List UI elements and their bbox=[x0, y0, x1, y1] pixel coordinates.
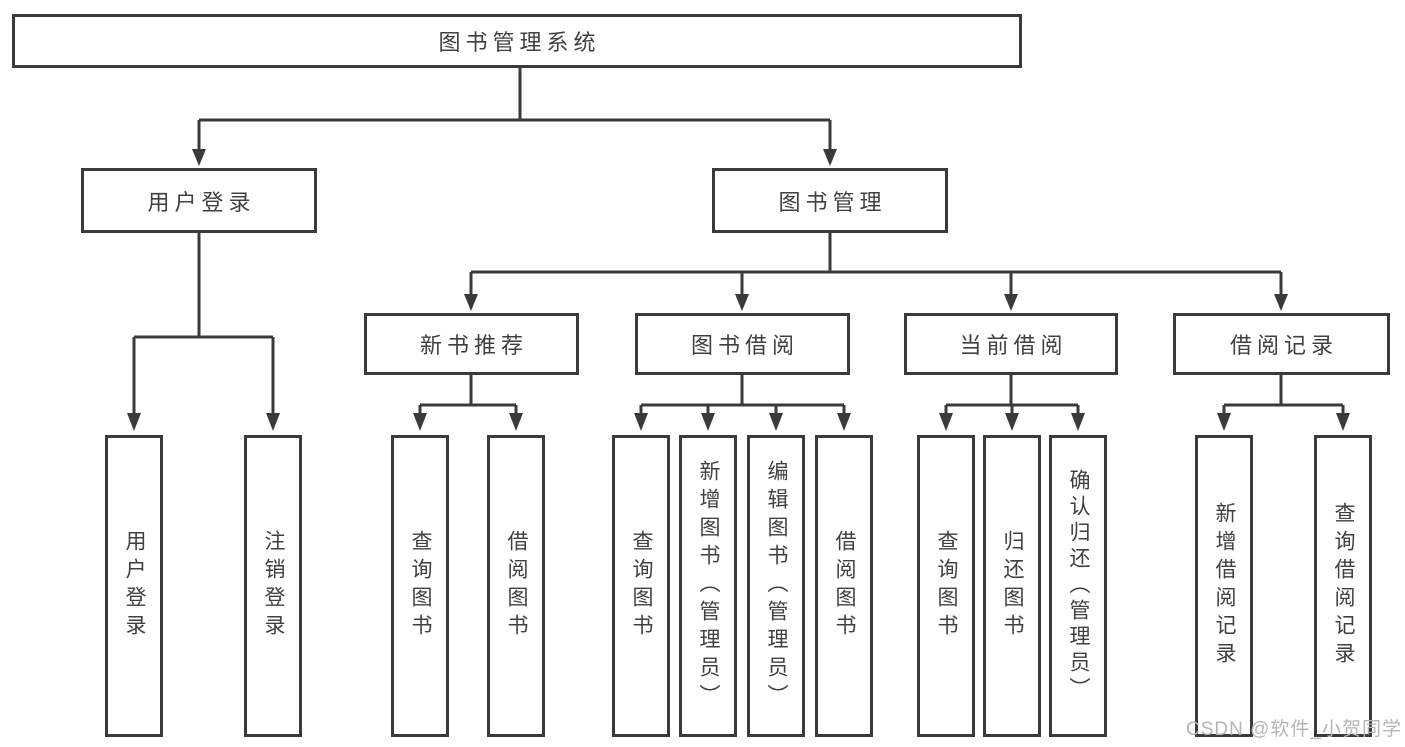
leaf-recommend-borrow-books: 借阅图书 bbox=[487, 435, 545, 737]
leaf-borrow-books-label: 借阅图书 bbox=[833, 530, 856, 642]
node-book-management-label: 图书管理 bbox=[778, 189, 887, 215]
node-root-label: 图书管理系统 bbox=[438, 30, 601, 55]
leaf-user-login: 用户登录 bbox=[105, 435, 163, 737]
node-new-book-recommend-label: 新书推荐 bbox=[419, 333, 528, 358]
leaf-current-query-books-label: 查询图书 bbox=[935, 530, 958, 642]
node-book-borrow-label: 图书借阅 bbox=[690, 333, 799, 358]
node-user-login-label: 用户登录 bbox=[147, 189, 256, 215]
leaf-recommend-query-books: 查询图书 bbox=[391, 435, 449, 737]
leaf-borrow-query-books-label: 查询图书 bbox=[630, 530, 653, 642]
leaf-edit-books-admin: 编辑图书（管理员） bbox=[747, 435, 805, 737]
leaf-query-borrow-record-label: 查询借阅记录 bbox=[1332, 502, 1355, 670]
node-borrow-records: 借阅记录 bbox=[1173, 313, 1390, 375]
leaf-borrow-query-books: 查询图书 bbox=[612, 435, 670, 737]
arrowheads bbox=[127, 149, 1350, 431]
leaf-logout-label: 注销登录 bbox=[262, 530, 285, 642]
node-current-borrow-label: 当前借阅 bbox=[959, 333, 1068, 358]
node-new-book-recommend: 新书推荐 bbox=[364, 313, 579, 375]
leaf-recommend-borrow-books-label: 借阅图书 bbox=[505, 530, 528, 642]
leaf-edit-books-admin-label: 编辑图书（管理员） bbox=[765, 460, 788, 712]
node-user-login: 用户登录 bbox=[81, 168, 317, 233]
node-borrow-records-label: 借阅记录 bbox=[1229, 333, 1338, 358]
leaf-logout: 注销登录 bbox=[244, 435, 302, 737]
leaf-borrow-books: 借阅图书 bbox=[815, 435, 873, 737]
leaf-recommend-query-books-label: 查询图书 bbox=[409, 530, 432, 642]
leaf-return-books-label: 归还图书 bbox=[1001, 530, 1024, 642]
csdn-watermark: CSDN @软件_小贺同学 bbox=[1186, 719, 1402, 740]
leaf-add-books-admin: 新增图书（管理员） bbox=[679, 435, 737, 737]
leaf-add-books-admin-label: 新增图书（管理员） bbox=[697, 460, 720, 712]
leaf-confirm-return-admin: 确认归还（管理员） bbox=[1049, 435, 1107, 737]
node-book-borrow: 图书借阅 bbox=[635, 313, 850, 375]
leaf-return-books: 归还图书 bbox=[983, 435, 1041, 737]
leaf-current-query-books: 查询图书 bbox=[917, 435, 975, 737]
leaf-query-borrow-record: 查询借阅记录 bbox=[1314, 435, 1372, 737]
node-current-borrow: 当前借阅 bbox=[904, 313, 1118, 375]
node-root-system: 图书管理系统 bbox=[12, 14, 1022, 68]
leaf-add-borrow-record-label: 新增借阅记录 bbox=[1213, 502, 1236, 670]
node-book-management: 图书管理 bbox=[712, 168, 948, 233]
leaf-user-login-label: 用户登录 bbox=[123, 530, 146, 642]
leaf-confirm-return-admin-label: 确认归还（管理员） bbox=[1067, 469, 1090, 703]
leaf-add-borrow-record: 新增借阅记录 bbox=[1195, 435, 1253, 737]
